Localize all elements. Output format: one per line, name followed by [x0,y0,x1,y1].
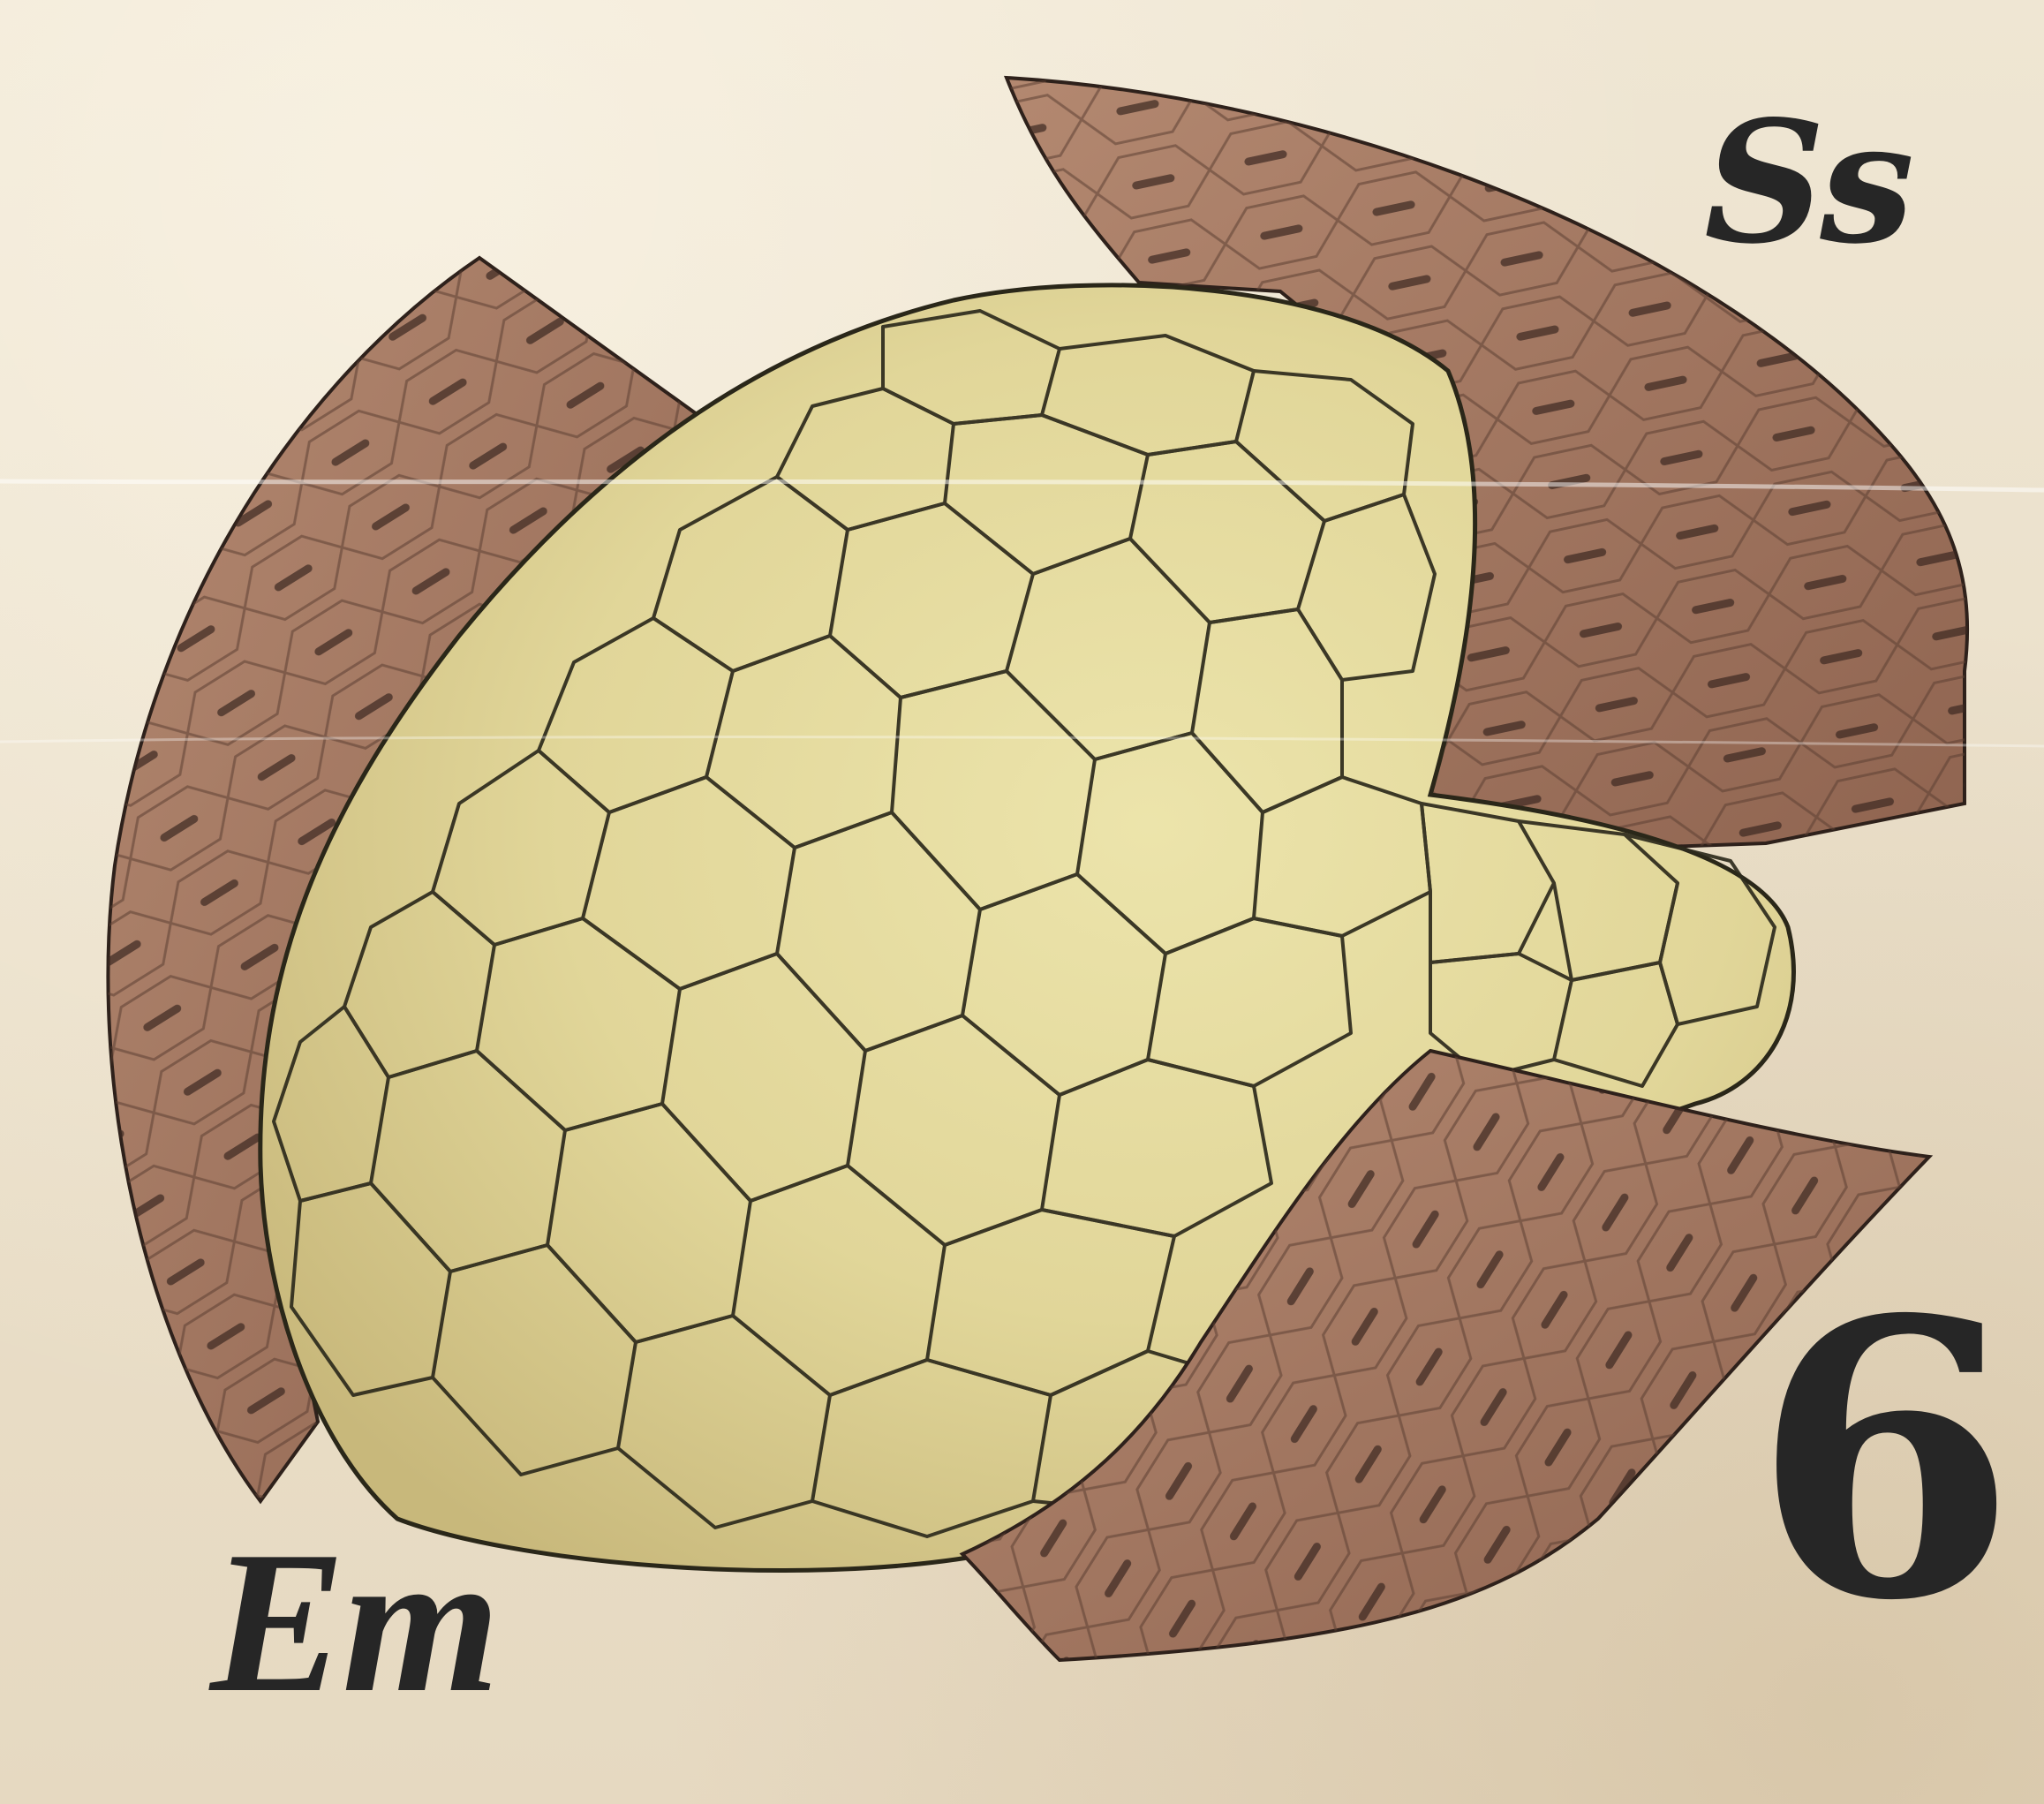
label-em: Em [210,1521,496,1724]
label-ss: Ss [1704,99,1909,267]
figure-number: 6 [1753,1272,2017,1651]
